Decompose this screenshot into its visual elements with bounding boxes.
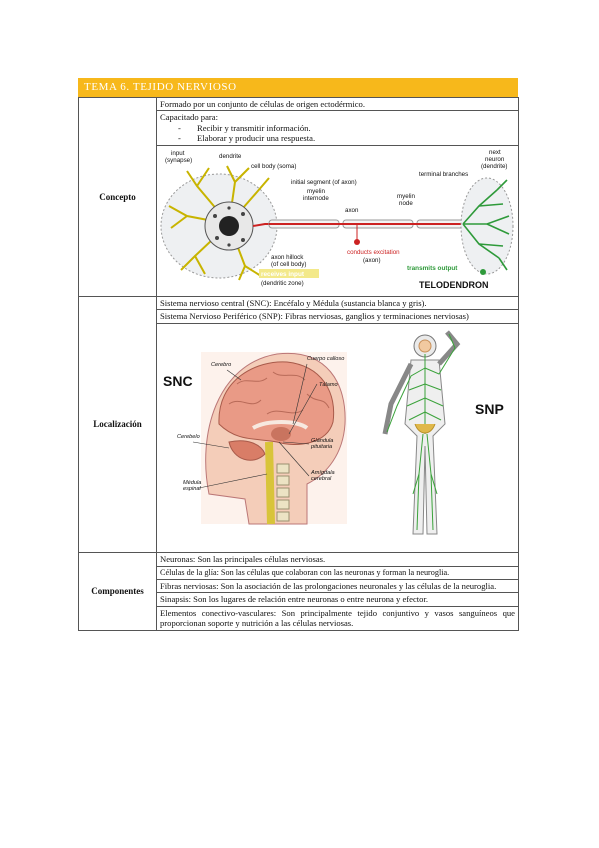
- localizacion-label: Localización: [78, 296, 157, 554]
- label-next-neuron-1: next: [489, 149, 501, 156]
- componentes-row-5: Elementos conectivo-vasculares: Son prin…: [79, 605, 519, 631]
- label-medula-2: espinal: [183, 486, 201, 492]
- label-cerebelo: Cerebelo: [177, 434, 200, 440]
- label-synapse: (synapse): [165, 157, 192, 164]
- label-next-neuron-3: (dendrite): [481, 163, 507, 170]
- componentes-item: Células de la glía: Son las células que …: [156, 565, 519, 581]
- peripheral-nerves-icon: [386, 333, 456, 530]
- label-dendrite: dendrite: [219, 153, 242, 160]
- label-next-neuron-2: neuron: [485, 156, 505, 163]
- componentes-label: Componentes: [78, 552, 157, 631]
- label-myelin-internode-1: myelin: [307, 188, 325, 195]
- concepto-bullet: Elaborar y producir una respuesta.: [178, 133, 515, 144]
- cerebellum-icon: [228, 440, 266, 461]
- vertebrae-icon: [276, 463, 290, 522]
- label-cell-body: cell body (soma): [251, 163, 296, 170]
- thalamus-icon: [271, 426, 291, 441]
- content-table: Concepto Formado por un conjunto de célu…: [78, 96, 519, 631]
- label-axon-hillock-2: (of cell body): [271, 261, 306, 268]
- concepto-bullets: Recibir y transmitir información. Elabor…: [160, 123, 515, 144]
- sacral-plexus-icon: [414, 423, 436, 434]
- label-input: input: [171, 150, 185, 157]
- label-myelin-node-2: node: [399, 200, 413, 207]
- label-glandula-1: Glándula: [311, 438, 333, 444]
- label-talamo: Tálamo: [319, 382, 338, 388]
- next-neuron-halo: [460, 177, 514, 275]
- soma-granules: [213, 206, 245, 247]
- receives-input-highlight: [259, 268, 319, 278]
- brain-gyri: [228, 371, 330, 415]
- brain-figure-cell: Cerebro Cuerpo calloso Tálamo Cerebelo G…: [156, 322, 519, 554]
- neuron-figure-cell: input (synapse) dendrite cell body (soma…: [156, 144, 519, 298]
- label-axon: axon: [345, 207, 359, 214]
- label-transmits-output: transmits output: [407, 265, 458, 272]
- document: TEMA 6. TEJIDO NERVIOSO Concepto Formado…: [78, 78, 519, 631]
- label-axon-paren: (axon): [363, 257, 381, 264]
- nucleus-icon: [219, 215, 239, 236]
- concepto-row-2: Capacitado para: Recibir y transmitir in…: [79, 110, 519, 146]
- localizacion-row-1: Localización Sistema nervioso central (S…: [78, 296, 519, 554]
- label-telodendron: TELODENDRON: [419, 280, 489, 290]
- label-terminal-branches: terminal branches: [419, 171, 468, 178]
- concepto-row-1: Concepto Formado por un conjunto de célu…: [78, 96, 519, 298]
- label-glandula-2: pituitaria: [310, 444, 332, 450]
- label-myelin-internode-2: internode: [303, 195, 329, 202]
- localizacion-row-3: Cerebro Cuerpo calloso Tálamo Cerebelo G…: [79, 322, 519, 554]
- concepto-row-3: input (synapse) dendrite cell body (soma…: [79, 144, 519, 298]
- concepto-capacities: Capacitado para: Recibir y transmitir in…: [156, 110, 519, 146]
- componentes-item: Elementos conectivo-vasculares: Son prin…: [156, 605, 519, 631]
- label-conducts-excitation: conducts excitation: [347, 249, 400, 256]
- localizacion-line-1: Sistema nervioso central (SNC): Encéfalo…: [156, 296, 519, 311]
- localizacion-row-2: Sistema Nervioso Periférico (SNP): Fibra…: [79, 309, 519, 324]
- label-medula-1: Médula: [183, 480, 201, 486]
- componentes-item: Neuronas: Son las principales células ne…: [156, 552, 519, 567]
- label-amigdala-1: Amígdala: [310, 470, 335, 476]
- concepto-bullet: Recibir y transmitir información.: [178, 123, 515, 134]
- componentes-row-4: Sinapsis: Son los lugares de relación en…: [79, 592, 519, 607]
- localizacion-line-2: Sistema Nervioso Periférico (SNP): Fibra…: [156, 309, 519, 324]
- neuron-diagram: input (synapse) dendrite cell body (soma…: [160, 149, 514, 290]
- label-amigdala-2: cerebral: [311, 476, 332, 482]
- componentes-item: Sinapsis: Son los lugares de relación en…: [156, 592, 519, 607]
- label-myelin-node-1: myelin: [397, 193, 415, 200]
- terminal-branches-icon: [462, 179, 510, 271]
- snp-title: SNP: [475, 401, 504, 417]
- concepto-label: Concepto: [78, 96, 157, 298]
- componentes-row-1: Componentes Neuronas: Son las principale…: [78, 552, 519, 631]
- corpus-callosum-icon: [252, 419, 309, 430]
- concepto-line-1: Formado por un conjunto de células de or…: [156, 96, 519, 112]
- label-cuerpo-calloso: Cuerpo calloso: [307, 356, 344, 362]
- label-dendritic-zone: (dendritic zone): [261, 280, 304, 287]
- spinal-cord-icon: [265, 441, 275, 524]
- concepto-line-2: Capacitado para:: [160, 112, 218, 123]
- label-initial-segment: initial segment (of axon): [291, 179, 357, 186]
- label-receives-input: receives input: [261, 271, 305, 278]
- snp-brain-icon: [418, 339, 432, 353]
- componentes-item: Fibras nerviosas: Son la asociación de l…: [156, 579, 519, 594]
- section-header: TEMA 6. TEJIDO NERVIOSO: [78, 78, 518, 97]
- transmits-output-marker: [480, 268, 486, 275]
- snc-title: SNC: [163, 373, 193, 389]
- brain-icon: [218, 361, 335, 445]
- nervous-system-diagram: Cerebro Cuerpo calloso Tálamo Cerebelo G…: [163, 330, 504, 535]
- snc-leader-lines: [192, 363, 318, 489]
- label-axon-hillock-1: axon hillock: [271, 254, 304, 261]
- label-cerebro: Cerebro: [211, 362, 231, 368]
